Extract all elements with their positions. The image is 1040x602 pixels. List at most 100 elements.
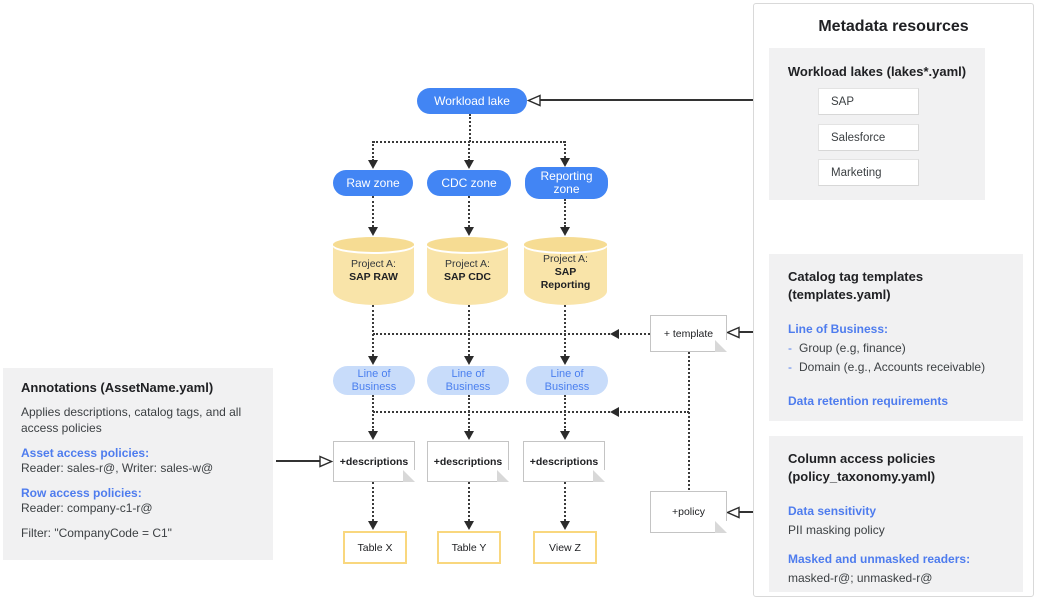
cylinder-name-label: SAP CDC (443, 271, 492, 283)
connector-template-bus-lower (373, 411, 689, 413)
arrowhead-down (368, 356, 378, 365)
table-y-node: Table Y (437, 531, 501, 564)
connector-desc-to-table (372, 482, 374, 521)
cylinder-sap-raw: Project A:SAP RAW (333, 237, 414, 305)
line-of-business-node: Line of Business (427, 366, 509, 395)
asset-access-value: Reader: sales-r@, Writer: sales-w@ (21, 461, 214, 475)
lake-card-label: Salesforce (831, 131, 886, 144)
folded-corner-icon (497, 470, 509, 482)
arrowhead-down (560, 521, 570, 530)
connector-lake-stem (469, 114, 471, 142)
arrowhead-down (560, 356, 570, 365)
connector-desc-to-table (564, 482, 566, 521)
masked-readers-heading: Masked and unmasked readers: (788, 552, 971, 566)
bullet-dash: - (788, 360, 792, 374)
arrowhead-down (464, 227, 474, 236)
cylinder-body (427, 244, 508, 305)
connector-cyl-to-lob (564, 305, 566, 356)
data-retention-heading: Data retention requirements (788, 394, 949, 408)
row-access-heading: Row access policies: (21, 486, 142, 500)
cylinder-body (524, 244, 607, 305)
connector-cdc-to-cyl (468, 196, 470, 227)
line-sap-to-lake (540, 99, 817, 101)
cdc-zone-node: CDC zone (427, 170, 511, 196)
bullet-text: Domain (e.g., Accounts receivable) (799, 360, 986, 374)
lake-card-label: Marketing (831, 166, 882, 179)
line-of-business-label: Line of Business (544, 367, 590, 393)
cylinder-name-label: SAP Reporting (540, 266, 591, 291)
column-policies-title: Column access policies (policy_taxonomy.… (788, 450, 1023, 486)
connector-to-reporting-zone (564, 141, 566, 161)
annotations-description: Applies descriptions, catalog tags, and … (21, 405, 242, 435)
catalog-title-line1: Catalog tag templates (788, 269, 924, 284)
connector-lob-to-desc (468, 395, 470, 431)
reporting-zone-node: Reporting zone (525, 167, 608, 199)
masked-readers-value: masked-r@; unmasked-r@ (788, 571, 933, 585)
catalog-templates-section: Catalog tag templates (templates.yaml) L… (769, 254, 1023, 421)
column-policies-section: Column access policies (policy_taxonomy.… (769, 436, 1023, 592)
cylinder-project-label: Project A: (445, 258, 490, 270)
table-x-label: Table X (357, 541, 393, 554)
folded-corner-icon (593, 470, 605, 482)
metadata-resources-title: Metadata resources (818, 18, 969, 35)
arrowhead-down (464, 521, 474, 530)
descriptions-note: +descriptions (523, 441, 605, 482)
raw-zone-node: Raw zone (333, 170, 413, 196)
data-sensitivity-value: PII masking policy (788, 523, 885, 537)
arrowhead-down (368, 521, 378, 530)
row-access-value: Reader: company-c1-r@ (21, 501, 153, 515)
arrowhead-down (368, 227, 378, 236)
cylinder-top (427, 237, 508, 252)
arrowhead-left (610, 329, 619, 339)
table-x-node: Table X (343, 531, 407, 564)
connector-cyl-to-lob (372, 305, 374, 356)
connector-to-raw-zone (372, 141, 374, 161)
workload-lakes-section: Workload lakes (lakes*.yaml) SAP Salesfo… (769, 48, 985, 200)
connector-template-bus-upper (373, 333, 650, 335)
cylinder-sap-reporting: Project A:SAP Reporting (524, 237, 607, 305)
catalog-templates-title: Catalog tag templates (templates.yaml) (788, 268, 1023, 304)
arrowhead-down (464, 356, 474, 365)
hollow-arrow-left-icon (726, 506, 740, 519)
cylinder-sap-cdc: Project A:SAP CDC (427, 237, 508, 305)
lake-card-sap: SAP (818, 88, 919, 115)
asset-access-heading: Asset access policies: (21, 446, 150, 460)
folded-corner-icon (403, 470, 415, 482)
table-y-label: Table Y (451, 541, 487, 554)
connector-raw-to-cyl (372, 196, 374, 227)
arrowhead-down (560, 431, 570, 440)
cylinder-project-label: Project A: (543, 253, 588, 265)
folded-corner-icon (715, 521, 727, 533)
line-of-business-node: Line of Business (526, 366, 608, 395)
descriptions-label: +descriptions (339, 455, 409, 468)
connector-to-cdc-zone (468, 141, 470, 161)
hollow-arrow-right-icon (319, 455, 333, 468)
line-annotations-to-desc (276, 460, 321, 462)
connector-lob-to-desc (564, 395, 566, 431)
arrowhead-down (464, 160, 474, 169)
template-note: + template (650, 315, 727, 352)
cdc-zone-label: CDC zone (441, 175, 497, 190)
annotations-panel: Annotations (AssetName.yaml) Applies des… (3, 368, 273, 560)
descriptions-note: +descriptions (333, 441, 415, 482)
descriptions-label: +descriptions (433, 455, 503, 468)
bullet-dash: - (788, 341, 792, 355)
arrowhead-down (560, 227, 570, 236)
workload-lake-node: Workload lake (417, 88, 527, 114)
arrowhead-left (610, 407, 619, 417)
policy-note: +policy (650, 491, 727, 533)
lake-card-label: SAP (831, 95, 855, 108)
hollow-arrow-left-icon (726, 326, 740, 339)
cylinder-name-label: SAP RAW (349, 271, 398, 283)
workload-lakes-title: Workload lakes (lakes*.yaml) (787, 64, 967, 79)
workload-lake-label: Workload lake (434, 93, 510, 108)
catalog-title-line2: (templates.yaml) (788, 287, 891, 302)
lake-card-marketing: Marketing (818, 159, 919, 186)
data-sensitivity-heading: Data sensitivity (788, 504, 877, 518)
line-of-business-label: Line of Business (445, 367, 491, 393)
lake-card-salesforce: Salesforce (818, 124, 919, 151)
policy-label: +policy (672, 506, 705, 518)
connector-template-to-policy (688, 352, 690, 490)
filter-value: Filter: "CompanyCode = C1" (21, 526, 172, 540)
connector-desc-to-table (468, 482, 470, 521)
